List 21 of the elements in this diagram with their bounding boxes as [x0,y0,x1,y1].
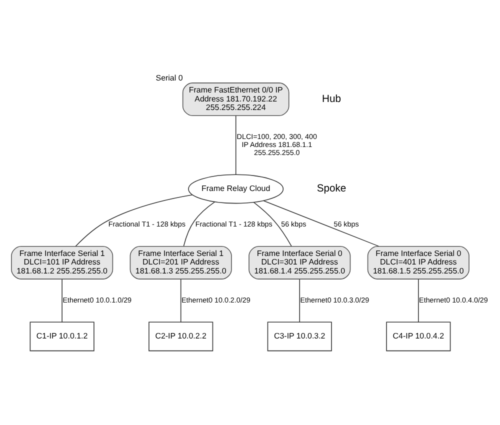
connector [299,278,300,322]
connector [180,278,182,322]
node-box: Frame Interface Serial 0 DLCI=401 IP Address 181.68.1.5 255.255.255.0 [367,246,470,280]
node-label: Serial 0 [156,74,183,83]
node-box: Frame Interface Serial 1 DLCI=101 IP Address 181.68.1.2 255.255.255.0 [11,246,114,280]
node-box: C4-IP 10.0.4.2 [386,322,451,352]
label: Spoke [316,184,346,195]
connector [263,200,380,247]
node-box: Frame Interface Serial 0 DLCI=301 IP Address 181.68.1.4 255.255.255.0 [248,246,351,280]
connector [253,202,292,247]
connector [75,194,193,247]
node-box: Frame FastEthernet 0/0 IP Address 181.70.192.22 255.255.255.224 [182,82,290,116]
node-box: Frame Interface Serial 1 DLCI=201 IP Address 181.68.1.3 255.255.255.0 [130,246,232,280]
connector [183,202,216,246]
node-box: C3-IP 10.0.3.2 [267,322,332,352]
connector [418,278,419,322]
label: Hub [322,94,342,106]
node-ellipse: Frame Relay Cloud [188,174,284,204]
connector [235,115,236,175]
node-box: C2-IP 10.0.2.2 [148,322,214,352]
node-box: C1-IP 10.0.1.2 [30,322,94,352]
